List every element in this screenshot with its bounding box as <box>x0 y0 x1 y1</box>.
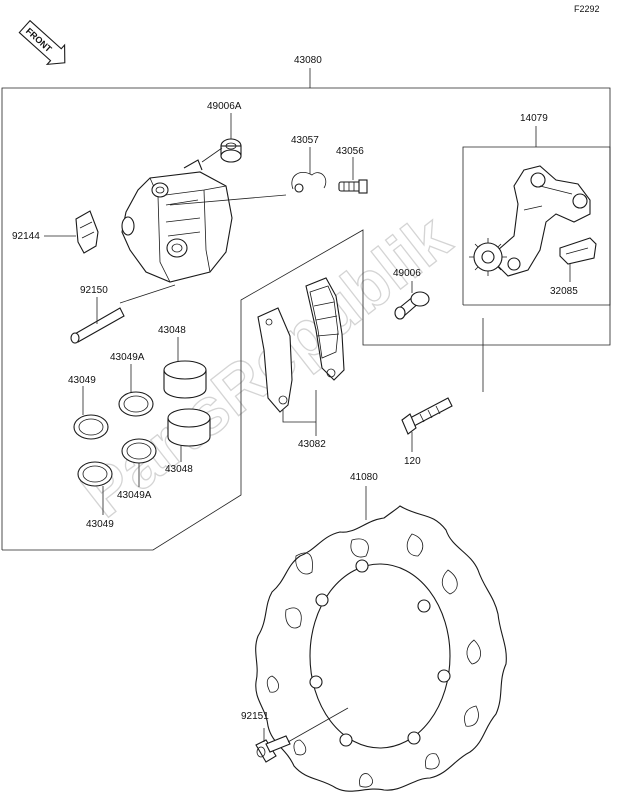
part-43056-bleeder-screw[interactable] <box>338 179 368 194</box>
label-49006A: 49006A <box>207 101 242 112</box>
label-43048-bottom: 43048 <box>165 464 193 475</box>
diagram-code: F2292 <box>574 4 600 14</box>
bracket-subassembly-outline <box>462 146 611 306</box>
part-32085-pad-retainer[interactable] <box>559 237 597 265</box>
part-43048-piston-top[interactable] <box>163 360 207 399</box>
label-43048-top: 43048 <box>158 325 186 336</box>
label-43056: 43056 <box>336 146 364 157</box>
part-43082-brake-pads[interactable] <box>257 277 345 413</box>
part-43049A-seal-bottom[interactable] <box>121 438 157 464</box>
label-41080: 41080 <box>350 472 378 483</box>
leader-92151 <box>263 707 349 743</box>
threadlock-gear-icon <box>469 238 507 276</box>
part-43049-seal-top[interactable] <box>73 414 109 440</box>
part-120-bracket-bolt[interactable] <box>401 397 453 435</box>
label-32085: 32085 <box>550 286 578 297</box>
label-92144: 92144 <box>12 231 40 242</box>
label-43082: 43082 <box>298 439 326 450</box>
label-92150: 92150 <box>80 285 108 296</box>
part-49006A-bleeder-cap[interactable] <box>220 138 242 163</box>
part-43049-seal-bottom[interactable] <box>77 461 113 487</box>
front-direction-badge: FRONT <box>18 19 66 66</box>
label-14079: 14079 <box>520 113 548 124</box>
part-14079-caliper-bracket[interactable] <box>495 165 591 277</box>
part-92150-pad-pin[interactable] <box>70 307 125 344</box>
part-92151-disc-bolt[interactable] <box>255 735 291 763</box>
label-43057: 43057 <box>291 135 319 146</box>
part-43048-piston-bottom[interactable] <box>167 408 211 447</box>
label-43049-bottom: 43049 <box>86 519 114 530</box>
label-43080: 43080 <box>294 55 322 66</box>
label-43049-top: 43049 <box>68 375 96 386</box>
caliper-assembly-outline <box>1 87 611 551</box>
label-49006: 49006 <box>393 268 421 279</box>
label-43049A-bottom: 43049A <box>117 490 152 501</box>
label-92151: 92151 <box>241 711 269 722</box>
leader-43082 <box>282 390 317 436</box>
part-49006-bracket-pin[interactable] <box>394 291 430 320</box>
label-120: 120 <box>404 456 421 467</box>
part-caliper-body[interactable] <box>119 147 287 304</box>
part-43057-clip[interactable] <box>291 172 327 193</box>
part-41080-brake-disc[interactable] <box>255 505 507 792</box>
part-43049A-seal-top[interactable] <box>118 391 154 417</box>
label-43049A-top: 43049A <box>110 352 145 363</box>
part-92144-pad-spring[interactable] <box>75 210 99 254</box>
